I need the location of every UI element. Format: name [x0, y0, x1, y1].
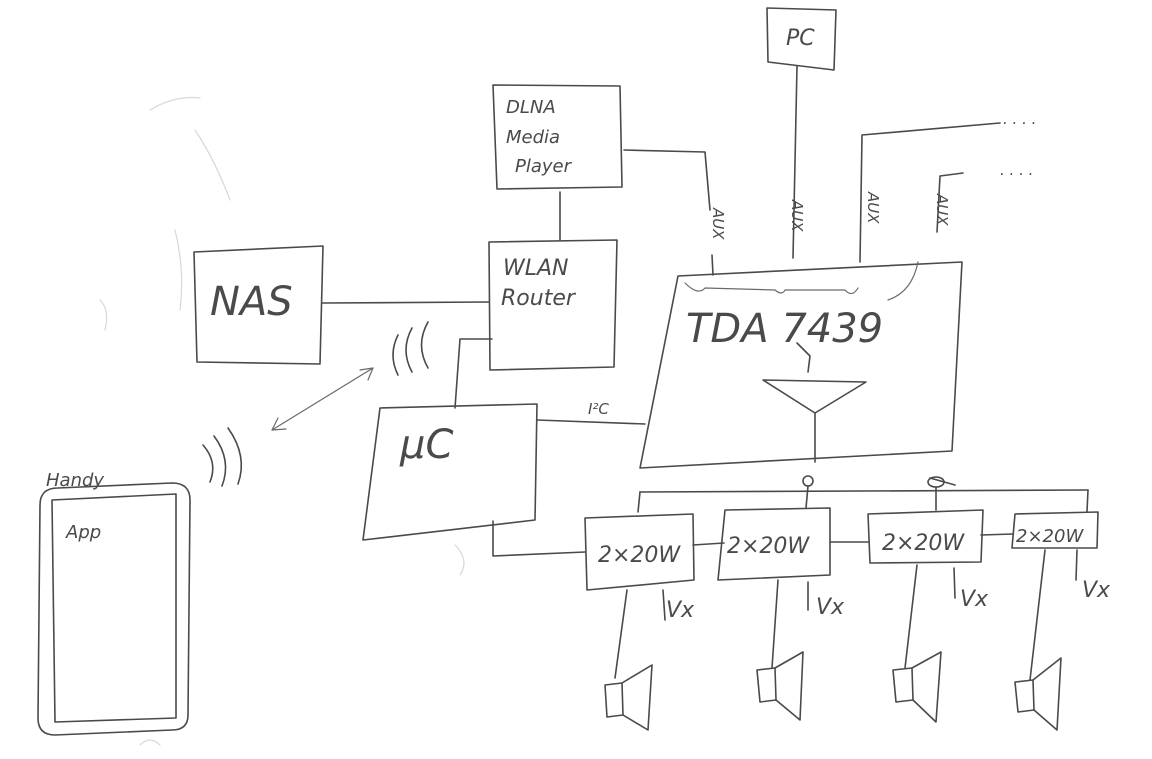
wireless-arrow	[271, 367, 374, 431]
uc-box: µC	[362, 403, 538, 541]
handy-phone: Handy App	[37, 470, 191, 736]
supply-2-label: Vx	[816, 595, 845, 620]
pc-box: PC	[766, 7, 837, 71]
supply-1-label: Vx	[666, 598, 695, 623]
handy-wireless-waves	[202, 427, 243, 487]
speaker-icon	[1014, 657, 1062, 731]
dlna-aux-line	[623, 149, 711, 211]
tda-label: TDA 7439	[686, 306, 883, 352]
speaker-line-1	[614, 589, 628, 679]
dlna-line-3: Player	[515, 156, 573, 177]
uc-label: µC	[399, 422, 453, 468]
amp-link-1-2	[692, 542, 725, 546]
supply-4-label: Vx	[1082, 578, 1111, 603]
speaker-line-2	[771, 579, 779, 669]
faint-background-marks	[99, 96, 465, 746]
speaker-icon	[892, 651, 942, 723]
supply-1: Vx	[662, 589, 695, 623]
aux-dots-1: . . . .	[1003, 110, 1036, 128]
handy-label: Handy	[46, 470, 104, 491]
wlan-line-2: Router	[501, 286, 577, 311]
supply-4: Vx	[1075, 549, 1111, 603]
aux-inputs: AUX AUX AUX AUX . . . . . . . .	[709, 110, 1036, 276]
i2c-label: I²C	[588, 400, 609, 418]
amplifier-1: 2×20W	[584, 513, 695, 591]
wlan-router-box: WLAN Router	[488, 239, 618, 371]
amplifier-2: 2×20W	[717, 507, 831, 581]
amp-1-label: 2×20W	[598, 543, 681, 568]
supply-3-label: Vx	[960, 587, 989, 612]
app-label: App	[65, 522, 101, 543]
wlan-line-1: WLAN	[503, 256, 569, 281]
uc-amp-line	[492, 520, 586, 557]
speaker-line-4	[1029, 549, 1046, 681]
tda7439-box: TDA 7439	[639, 261, 963, 469]
aux-label-4: AUX	[933, 193, 951, 226]
dlna-media-player-box: DLNA Media Player	[492, 84, 623, 190]
amp-link-3-4	[980, 533, 1014, 536]
aux-label-3: AUX	[864, 191, 882, 224]
amp-3-label: 2×20W	[882, 531, 965, 556]
supply-2: Vx	[807, 581, 845, 620]
aux-label-2: AUX	[788, 199, 806, 232]
amplifier-4: 2×20W	[1011, 511, 1099, 549]
supply-3: Vx	[953, 567, 989, 612]
amplifier-3: 2×20W	[867, 509, 984, 564]
router-wireless-waves	[392, 321, 429, 376]
nas-router-line	[321, 301, 490, 304]
nas-box: NAS	[193, 245, 324, 365]
speaker-icon	[756, 651, 804, 721]
router-uc-line	[454, 338, 493, 409]
speaker-line-3	[904, 564, 918, 669]
dlna-line-2: Media	[506, 127, 560, 148]
pc-line	[792, 65, 798, 259]
pc-label: PC	[786, 26, 815, 51]
dlna-line-1: DLNA	[506, 97, 556, 118]
speaker-icon	[604, 664, 653, 731]
amp-2-label: 2×20W	[727, 534, 810, 559]
distribution-bus	[637, 475, 1089, 513]
aux-dots-2: . . . .	[1000, 161, 1033, 179]
aux-label-1: AUX	[709, 207, 727, 240]
i2c-line	[536, 419, 646, 425]
amp-4-label: 2×20W	[1016, 526, 1084, 547]
nas-label: NAS	[210, 279, 293, 325]
